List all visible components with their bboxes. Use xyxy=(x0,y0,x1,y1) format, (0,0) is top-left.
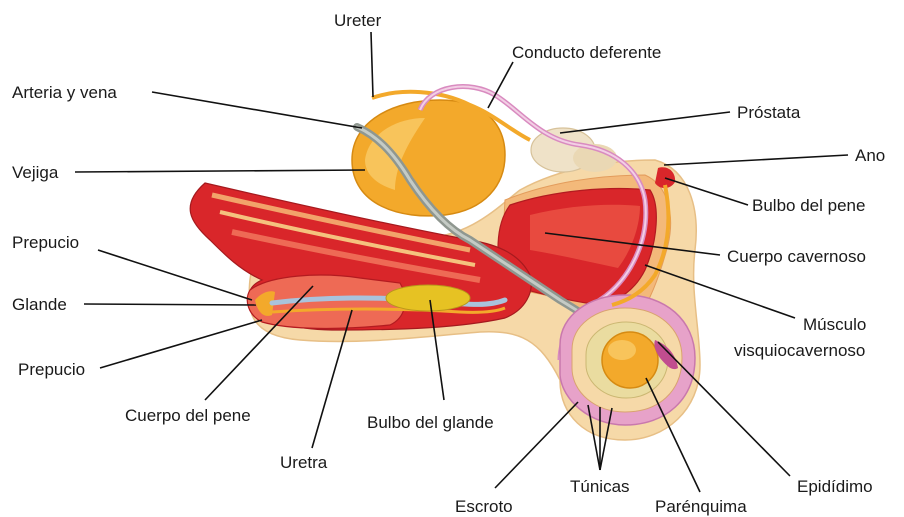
leader-glande xyxy=(84,304,256,305)
label-musculo-line2: visquiocavernoso xyxy=(734,341,865,360)
label-musculo-line1: Músculo xyxy=(803,315,866,334)
leader-arteria xyxy=(152,92,362,128)
label-conducto-deferente: Conducto deferente xyxy=(512,43,661,62)
label-ureter: Ureter xyxy=(334,11,382,30)
label-escroto: Escroto xyxy=(455,497,513,516)
leader-vejiga xyxy=(75,170,365,172)
label-vejiga: Vejiga xyxy=(12,163,59,182)
leader-ureter xyxy=(371,32,373,97)
label-prepucio-bottom: Prepucio xyxy=(18,360,85,379)
leader-ano xyxy=(664,155,848,165)
testis-highlight xyxy=(608,340,636,360)
label-ano: Ano xyxy=(855,146,885,165)
label-prostata: Próstata xyxy=(737,103,801,122)
leader-prostata xyxy=(560,112,730,133)
leader-prepucio-bottom xyxy=(100,320,262,368)
label-prepucio-top: Prepucio xyxy=(12,233,79,252)
label-glande: Glande xyxy=(12,295,67,314)
label-bulbo-pene: Bulbo del pene xyxy=(752,196,865,215)
label-tunicas: Túnicas xyxy=(570,477,630,496)
label-cuerpo-cavernoso: Cuerpo cavernoso xyxy=(727,247,866,266)
label-bulbo-glande: Bulbo del glande xyxy=(367,413,494,432)
label-arteria-vena: Arteria y vena xyxy=(12,83,117,102)
label-parenquima: Parénquima xyxy=(655,497,747,516)
label-epididimo: Epidídimo xyxy=(797,477,873,496)
testis-parenquima xyxy=(602,332,658,388)
label-uretra: Uretra xyxy=(280,453,328,472)
label-cuerpo-pene: Cuerpo del pene xyxy=(125,406,251,425)
leader-escroto xyxy=(495,402,578,488)
bulbo-glande-shape xyxy=(386,285,470,311)
anatomy-illustration xyxy=(190,87,700,440)
